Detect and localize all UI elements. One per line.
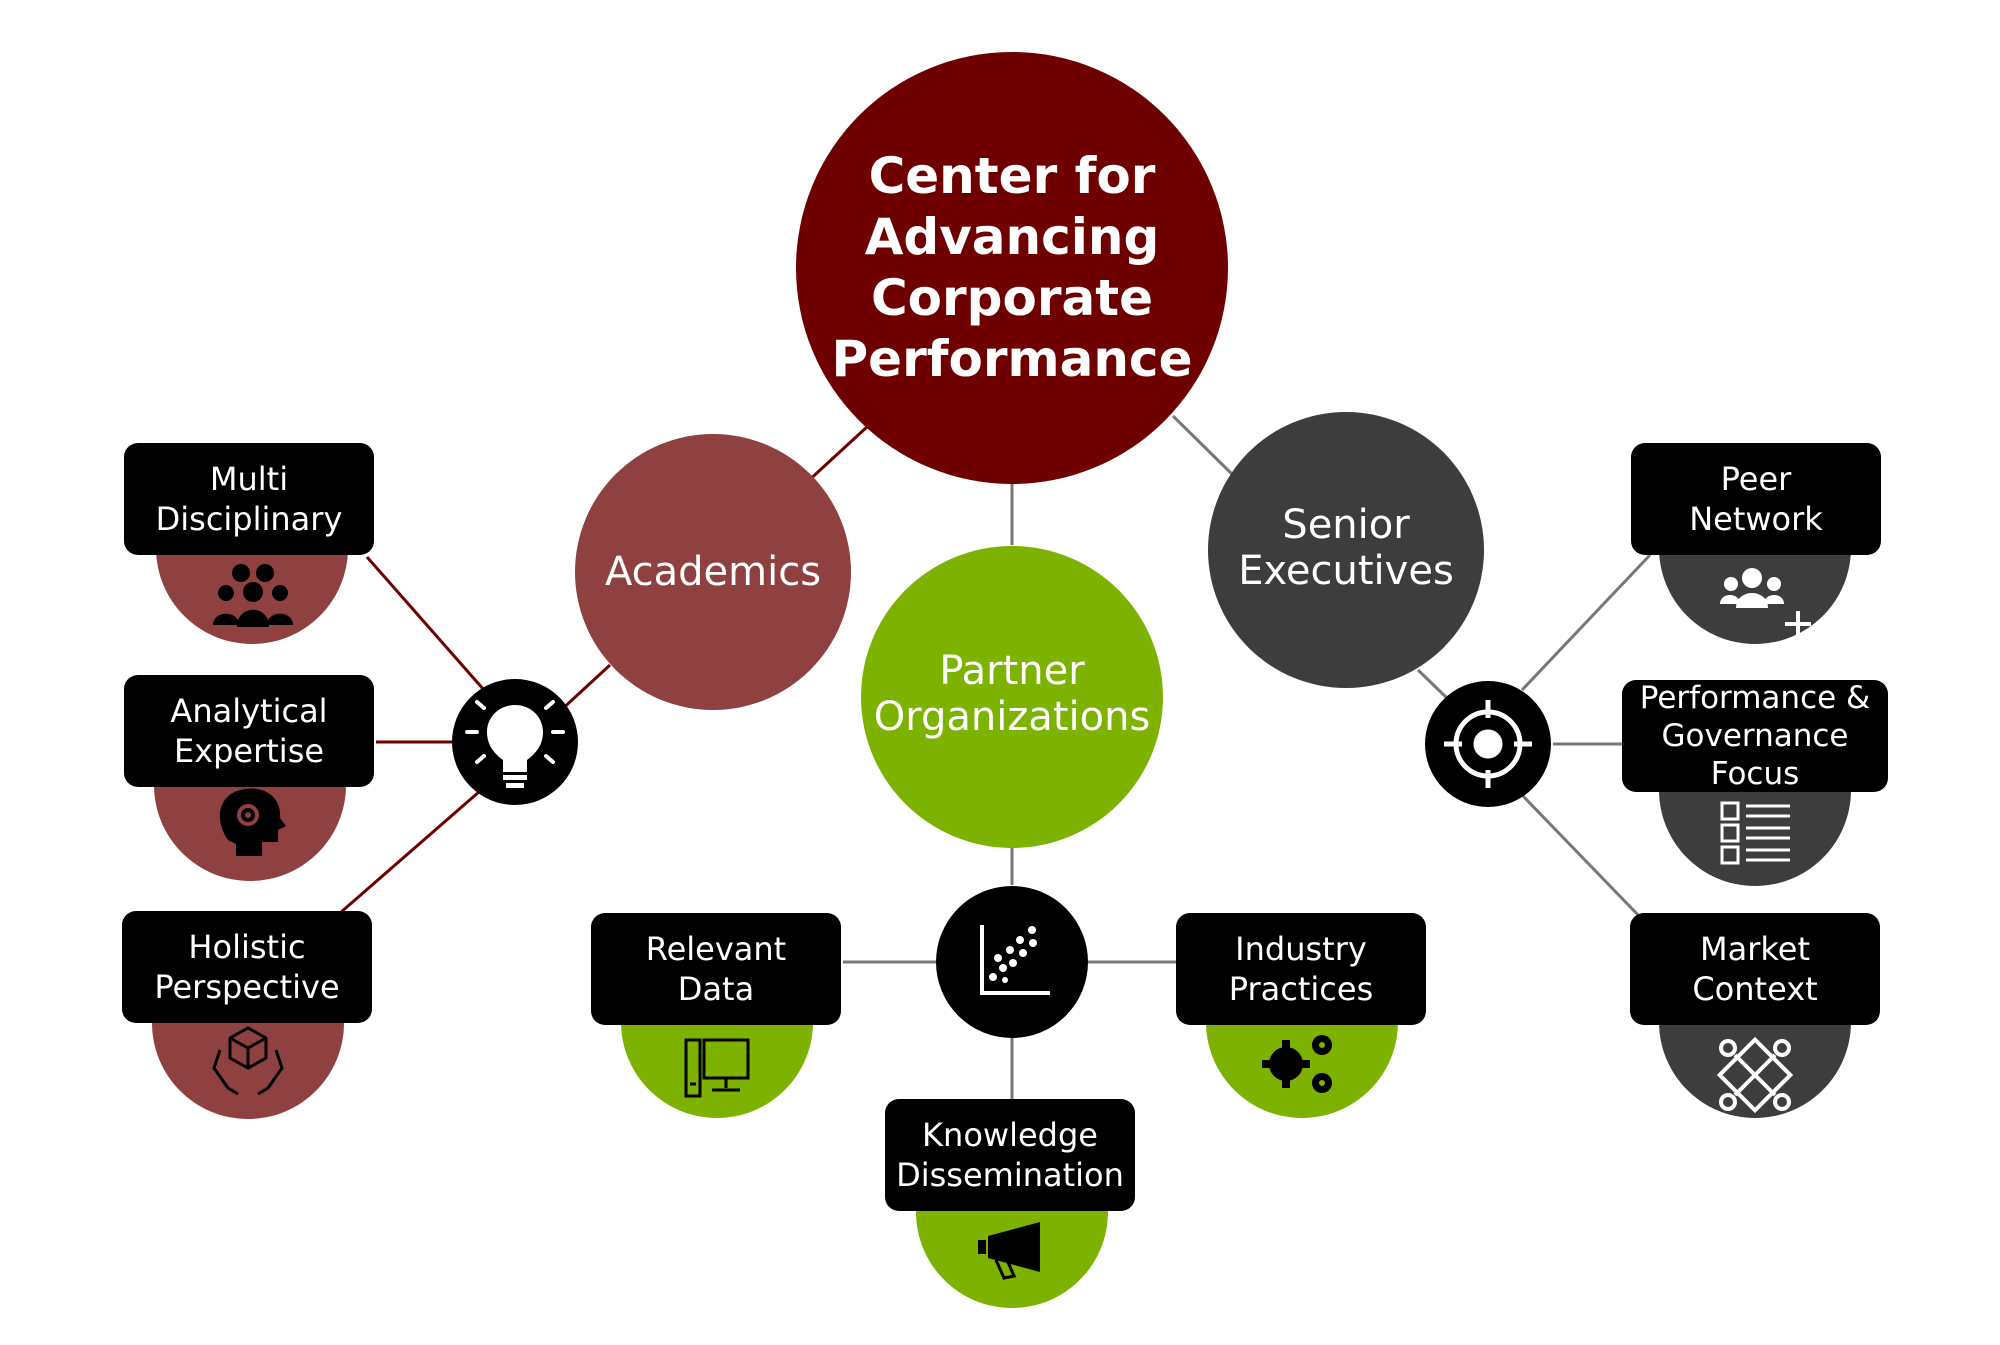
report-list-icon <box>1720 801 1790 865</box>
academics-circle <box>575 434 851 710</box>
lightbulb-icon <box>465 700 565 788</box>
people-group-icon <box>213 564 293 627</box>
partners-label: Partner Organizations <box>873 648 1151 740</box>
executives-circle <box>1208 412 1484 688</box>
academics-label: Academics <box>604 549 822 595</box>
connector-center-academics <box>804 424 870 485</box>
connector-hub-market <box>1521 794 1642 919</box>
megaphone-icon <box>978 1222 1040 1280</box>
computer-icon <box>684 1038 750 1098</box>
peer-network-box: Peer Network <box>1631 443 1881 555</box>
connector-executives-hub <box>1416 668 1451 702</box>
connectors <box>339 414 1652 1102</box>
center-title: Center for Advancing Corporate Performan… <box>831 147 1193 388</box>
gears-icon <box>1262 1035 1332 1093</box>
people-add-icon <box>1720 568 1811 637</box>
connector-hub-peer <box>1520 553 1652 692</box>
head-gear-icon <box>219 788 286 856</box>
holistic-perspective-box: Holistic Perspective <box>122 911 372 1023</box>
connector-hub-holistic <box>339 789 481 915</box>
target-icon <box>1444 700 1532 788</box>
industry-practices-box: Industry Practices <box>1176 913 1426 1025</box>
partners-circle <box>861 546 1163 848</box>
knot-icon <box>1716 1036 1794 1114</box>
hands-cube-icon <box>212 1026 284 1096</box>
connector-center-executives <box>1171 414 1238 480</box>
analytical-expertise-box: Analytical Expertise <box>124 675 374 787</box>
connector-hub-multi <box>365 556 486 691</box>
market-context-box: Market Context <box>1630 913 1880 1025</box>
multi-disciplinary-box: Multi Disciplinary <box>124 443 374 555</box>
scatter-chart-icon <box>980 925 1050 995</box>
knowledge-dissemination-box: Knowledge Dissemination <box>885 1099 1135 1211</box>
performance-governance-box: Performance & Governance Focus <box>1622 680 1888 792</box>
connector-academics-hub <box>557 663 612 714</box>
center-circle <box>796 52 1228 484</box>
relevant-data-box: Relevant Data <box>591 913 841 1025</box>
executives-label: Senior Executives <box>1238 502 1454 594</box>
